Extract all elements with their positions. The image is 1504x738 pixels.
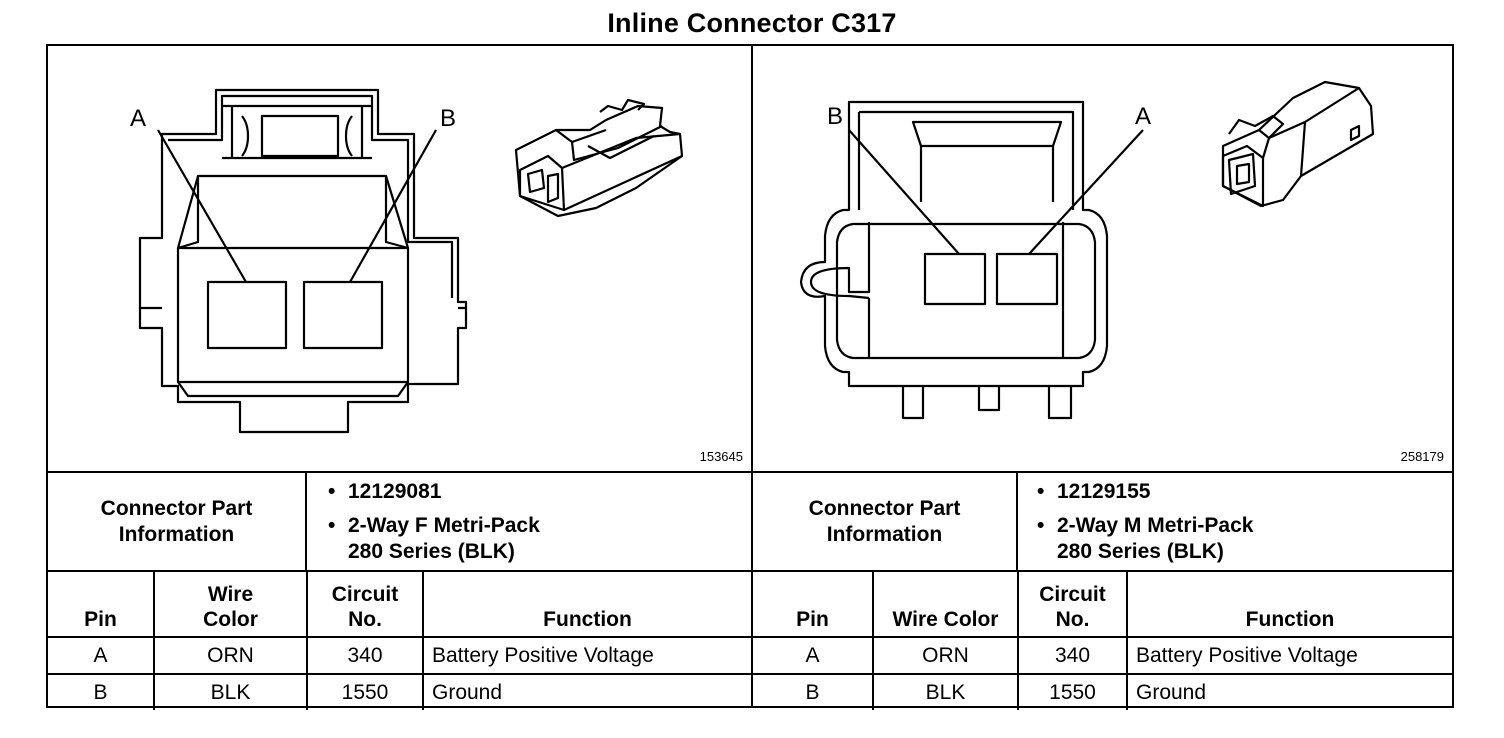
connector-left-iso-view <box>514 98 684 218</box>
connector-cavity <box>176 246 410 384</box>
header-pin: Pin <box>753 572 874 638</box>
cell-circuit: 340 <box>306 636 424 675</box>
cell-wire-color: BLK <box>153 673 308 710</box>
page-title: Inline Connector C317 <box>607 8 897 38</box>
connector-right-diagram: B A 258179 <box>753 46 1452 473</box>
pin-label-a: A <box>130 105 146 132</box>
part-description: 2-Way M Metri-Pack 280 Series (BLK) <box>1035 513 1253 565</box>
connector-left-diagram: A B 153645 <box>48 46 751 473</box>
part-description: 2-Way F Metri-Pack 280 Series (BLK) <box>326 513 540 565</box>
terminal-a <box>995 252 1059 306</box>
connector-part-info-label: Connector Part Information <box>753 473 1018 570</box>
header-pin: Pin <box>48 572 155 638</box>
image-id: 258179 <box>1400 449 1444 464</box>
part-number: 12129081 <box>326 479 540 505</box>
pin-label-a: A <box>1135 103 1151 130</box>
connector-right-drawing: B A <box>799 80 1375 420</box>
leader-line-a <box>1028 129 1144 255</box>
cell-pin: B <box>48 673 155 710</box>
cell-circuit: 1550 <box>1017 673 1128 710</box>
table-row: B BLK 1550 Ground <box>753 673 1452 710</box>
cell-pin: B <box>753 673 874 710</box>
connector-right: B A 258179 Connector Part Information <box>753 46 1452 710</box>
header-function: Function <box>1126 572 1452 638</box>
cell-function: Battery Positive Voltage <box>1126 636 1452 675</box>
leader-line-b <box>349 129 437 283</box>
cell-circuit: 340 <box>1017 636 1128 675</box>
pin-label-b: B <box>440 105 456 132</box>
connector-part-info: Connector Part Information 12129081 2-Wa… <box>48 473 751 572</box>
connector-body-outline <box>799 100 1109 388</box>
connector-frame: A B 153645 Connector Part In <box>46 44 1454 710</box>
connector-right-iso-view <box>1221 80 1375 208</box>
terminal-b <box>302 280 384 350</box>
cell-function: Ground <box>1126 673 1452 710</box>
part-info-list: 12129155 2-Way M Metri-Pack 280 Series (… <box>1035 479 1253 573</box>
terminal-a <box>206 280 288 350</box>
header-wire-color: Wire Color <box>872 572 1019 638</box>
leader-line-b <box>848 129 960 255</box>
header-function: Function <box>422 572 751 638</box>
cell-function: Ground <box>422 673 751 710</box>
table-row: B BLK 1550 Ground <box>48 673 751 710</box>
cell-wire-color: ORN <box>153 636 308 675</box>
cell-pin: A <box>48 636 155 675</box>
connector-left: A B 153645 Connector Part In <box>48 46 753 710</box>
connector-body-outline <box>138 88 468 434</box>
cell-wire-color: BLK <box>872 673 1019 710</box>
connector-left-drawing: A B <box>130 88 684 434</box>
cell-wire-color: ORN <box>872 636 1019 675</box>
pin-label-b: B <box>827 103 843 130</box>
connector-part-info-label: Connector Part Information <box>48 473 307 570</box>
part-number: 12129155 <box>1035 479 1253 505</box>
cell-pin: A <box>753 636 874 675</box>
cell-circuit: 1550 <box>306 673 424 710</box>
terminal-b <box>923 252 987 306</box>
connector-part-info: Connector Part Information 12129155 2-Wa… <box>753 473 1452 572</box>
connector-cavity <box>835 222 1097 360</box>
table-row: A ORN 340 Battery Positive Voltage <box>753 636 1452 675</box>
cell-function: Battery Positive Voltage <box>422 636 751 675</box>
image-id: 153645 <box>699 449 743 464</box>
table-row: A ORN 340 Battery Positive Voltage <box>48 636 751 675</box>
leader-line-a <box>157 129 247 283</box>
part-info-list: 12129081 2-Way F Metri-Pack 280 Series (… <box>326 479 540 573</box>
